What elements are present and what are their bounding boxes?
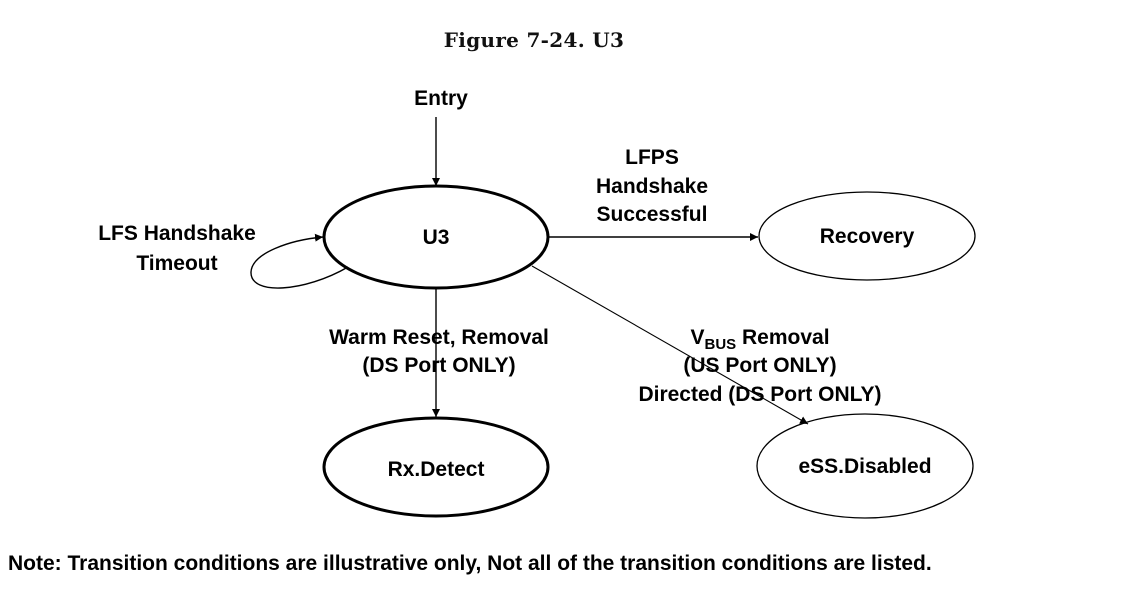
state-ess-disabled-label: eSS.Disabled <box>798 455 931 478</box>
timeout-label-line1: LFS Handshake <box>98 222 256 245</box>
warm-label-line2: (DS Port ONLY) <box>362 354 515 377</box>
vbus-label-line3: Directed (DS Port ONLY) <box>638 383 881 406</box>
timeout-label-line2: Timeout <box>136 252 217 275</box>
state-recovery <box>758 191 976 281</box>
state-ess-disabled <box>756 413 974 519</box>
state-rx-detect <box>322 416 550 518</box>
vbus-label-line2: (US Port ONLY) <box>683 354 836 377</box>
entry-label: Entry <box>414 87 468 110</box>
timeout-self-loop <box>250 233 349 289</box>
state-rx-detect-label: Rx.Detect <box>388 458 485 481</box>
state-recovery-label: Recovery <box>820 225 915 248</box>
ess-disabled-arrow <box>531 265 809 425</box>
figure-title: Figure 7-24. U3 <box>443 28 625 52</box>
lfps-label-line1: LFPS <box>625 146 679 169</box>
lfps-label-line3: Successful <box>597 203 708 226</box>
lfps-label-line2: Handshake <box>596 175 708 198</box>
footnote: Note: Transition conditions are illustra… <box>8 552 932 575</box>
vbus-label-line1: VBUS Removal <box>690 326 829 353</box>
state-u3-label: U3 <box>423 226 450 249</box>
warm-label-line1: Warm Reset, Removal <box>329 326 549 349</box>
